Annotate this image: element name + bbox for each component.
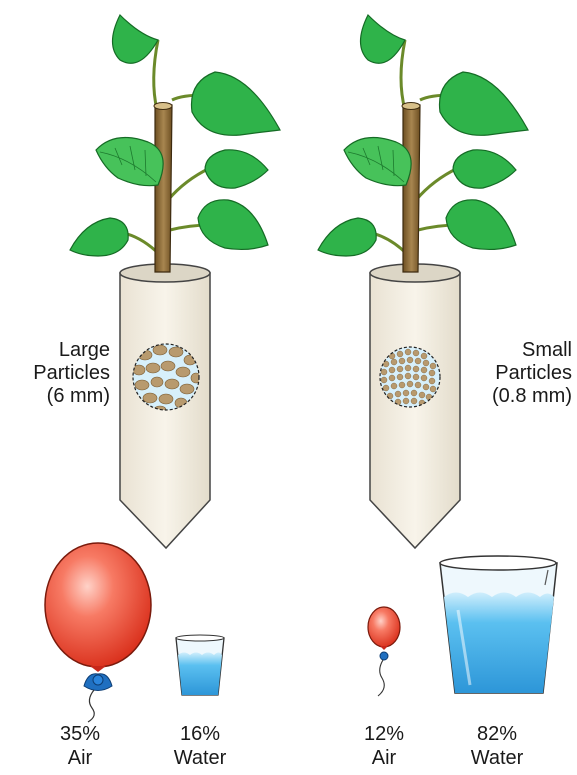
water-glass-icon [176, 635, 224, 695]
small-particles-sample [380, 347, 440, 407]
plant-icon [318, 15, 528, 548]
large-particles-line2: Particles [14, 362, 110, 385]
large-air-text: Air [40, 746, 120, 770]
small-water-text: Water [452, 746, 542, 770]
small-air-percent: 12% [344, 722, 424, 746]
small-particles-label: Small Particles (0.8 mm) [472, 339, 572, 408]
water-glass-icon [440, 556, 557, 693]
balloon-icon [368, 607, 400, 696]
small-particles-line1: Small [472, 339, 572, 362]
large-water-percent: 16% [155, 722, 245, 746]
small-particles-size: (0.8 mm) [472, 385, 572, 408]
small-water-label: 82% Water [452, 722, 542, 770]
small-water-percent: 82% [452, 722, 542, 746]
large-water-text: Water [155, 746, 245, 770]
small-air-text: Air [344, 746, 424, 770]
large-particles-line1: Large [14, 339, 110, 362]
large-particles-label: Large Particles (6 mm) [14, 339, 110, 408]
large-water-label: 16% Water [155, 722, 245, 770]
small-particles-line2: Particles [472, 362, 572, 385]
large-particles-size: (6 mm) [14, 385, 110, 408]
balloon-icon [45, 543, 151, 722]
small-air-label: 12% Air [344, 722, 424, 770]
large-air-percent: 35% [40, 722, 120, 746]
plant-icon [70, 15, 280, 548]
large-air-label: 35% Air [40, 722, 120, 770]
